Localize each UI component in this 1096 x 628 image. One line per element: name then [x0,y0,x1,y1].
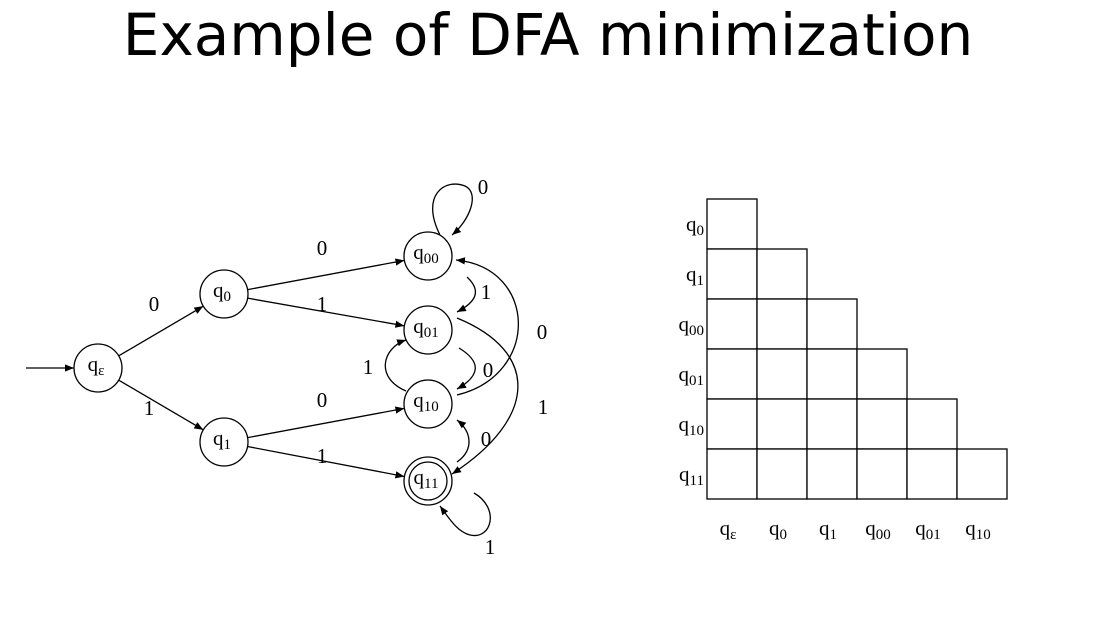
table-cell [706,198,758,250]
row-header-10: q10 [679,412,705,439]
table-cell [806,448,858,500]
table-cell [756,448,808,500]
transition-q1-q11 [247,445,405,479]
table-cell [856,398,908,450]
transition-label-qe-q0: 0 [149,292,160,316]
accepting-ring [408,461,448,501]
table-cell [806,398,858,450]
state-circle [73,343,123,393]
col-header-3: q00 [865,516,891,543]
page-title: Example of DFA minimization [122,1,974,69]
table-cell [756,398,808,450]
col-header-0: qε [720,516,737,543]
dfa-diagram: 0 1 0 1 0 1 0 1 0 1 0 1 0 1 qε q0 q1 q00 q01 q10 q11 [26,175,548,559]
transition-q1-q10 [247,406,405,439]
state-label: q1 [213,426,231,453]
table-cell [756,348,808,400]
transition-label-q01-q11: 1 [538,395,549,419]
state-q1: q1 [199,417,249,467]
table-cell [706,398,758,450]
transition-label-q0-q00: 0 [317,236,328,260]
distinguishability-table: q0 q1 q00 q01 q10 q11 qε q0 q1 q00 q01 q10 [679,198,1008,543]
transition-q0-q00 [247,258,405,291]
transition-q00-q00 [432,183,473,236]
col-header-1: q0 [769,516,787,543]
table-cell [956,448,1008,500]
table-cell [706,248,758,300]
transition-label-q10-q00: 0 [537,320,548,344]
row-header-11: q11 [679,462,704,489]
transition-q01-q11 [451,317,519,475]
table-cell [756,298,808,350]
transition-q11-q11 [439,492,491,537]
state-q11: q11 [403,456,453,506]
state-label: q00 [413,240,439,267]
transition-label-q11-q10: 0 [481,427,492,451]
table-cell [706,448,758,500]
transition-label-q01-q10: 0 [483,358,494,382]
table-cell [806,348,858,400]
state-q01: q01 [403,305,453,355]
state-circle [403,305,453,355]
row-header-01: q01 [679,362,705,389]
transition-q00-q01 [456,276,477,313]
transition-q10-q01 [384,339,407,392]
state-q0: q0 [199,269,249,319]
row-header-0: q0 [686,212,704,239]
state-label: q10 [413,388,439,415]
transition-label-q10-q01: 1 [363,355,374,379]
transition-label-q11-q11: 1 [485,535,496,559]
transition-label-q0-q01: 1 [317,292,328,316]
state-circle [199,417,249,467]
table-cell [806,298,858,350]
state-circle [403,379,453,429]
state-q00: q00 [403,231,453,281]
state-label: q01 [413,314,439,341]
transition-qe-q1 [118,379,204,431]
transition-qe-q0 [118,305,204,357]
transition-label-q00-q01: 1 [481,280,492,304]
col-header-4: q01 [915,516,941,543]
transition-label-q1-q11: 1 [317,444,328,468]
col-header-2: q1 [819,516,837,543]
row-header-00: q00 [679,312,705,339]
transition-q11-q10 [456,419,470,463]
state-label: qε [88,352,105,379]
transition-label-qe-q1: 1 [144,396,155,420]
state-q10: q10 [403,379,453,429]
state-circle [199,269,249,319]
table-cell [856,348,908,400]
transition-label-q1-q10: 0 [317,388,328,412]
state-label: q0 [213,278,231,305]
table-cell [906,398,958,450]
transition-q0-q01 [247,297,405,328]
table-cell [706,348,758,400]
transition-q10-q00 [455,257,519,396]
table-cell [906,448,958,500]
transition-q01-q10 [456,347,476,390]
transition-label-q00-q00: 0 [478,175,489,199]
row-header-1: q1 [686,262,704,289]
state-label: q11 [414,465,439,492]
state-circle [403,231,453,281]
state-qe: qε [73,343,123,393]
table-cell [706,298,758,350]
table-cell [756,248,808,300]
col-header-5: q10 [965,516,991,543]
table-cell [856,448,908,500]
